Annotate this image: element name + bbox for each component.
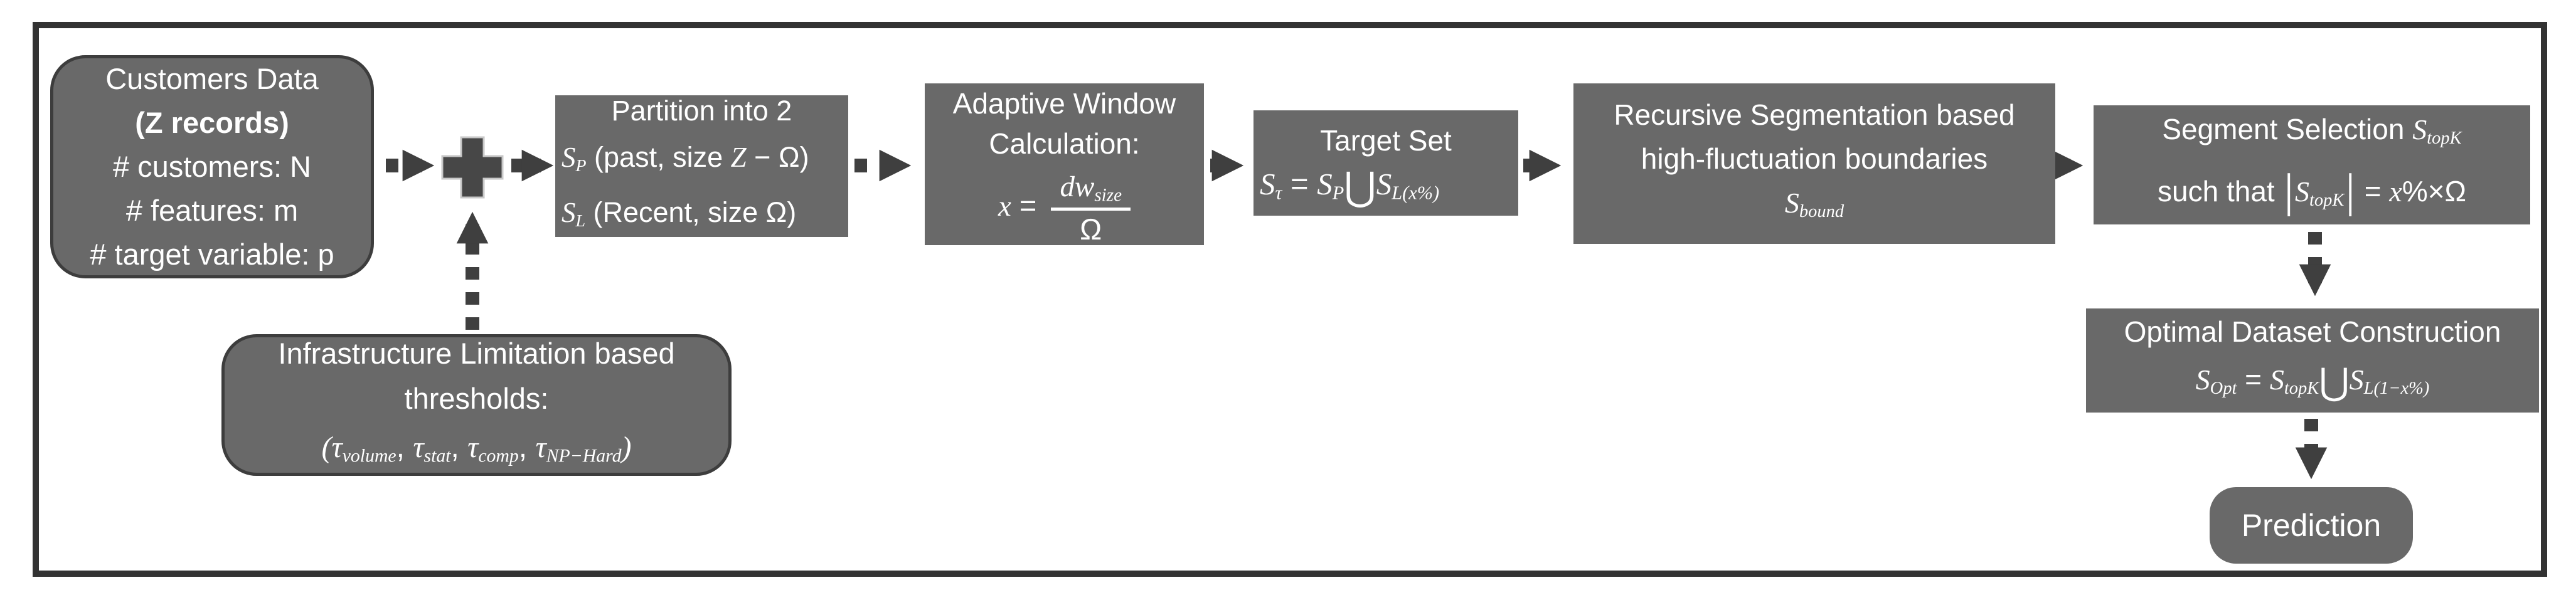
target-set-formula: Sτ = SP⋃SL(x%) — [1260, 164, 1440, 210]
features-count-text: # features: m — [125, 194, 299, 227]
optimal-dataset-title: Optimal Dataset Construction — [2124, 315, 2501, 349]
merge-plus-icon — [441, 136, 504, 199]
prediction-label: Prediction — [2241, 508, 2382, 543]
partition-title: Partition into 2 — [611, 95, 792, 127]
partition-past-formula: SP (past, size Z − Ω) — [562, 141, 809, 176]
recursive-line2: high-fluctuation boundaries — [1641, 142, 1988, 176]
recursive-segmentation-box: Recursive Segmentation based high-fluctu… — [1573, 83, 2055, 244]
target-set-title: Target Set — [1320, 124, 1452, 157]
segment-selection-condition: such that |StopK| = x%×Ω — [2158, 166, 2466, 217]
optimal-dataset-formula: SOpt = StopK⋃SL(1−x%) — [2195, 360, 2430, 404]
target-set-box: Target Set Sτ = SP⋃SL(x%) — [1253, 110, 1518, 216]
customers-data-box: Customers Data (Z records) # customers: … — [50, 55, 374, 278]
outer-frame — [33, 22, 2547, 577]
recursive-formula: Sbound — [1784, 187, 1844, 222]
customers-count-text: # customers: N — [112, 150, 312, 183]
thresholds-line1: Infrastructure Limitation based — [278, 337, 675, 371]
infrastructure-thresholds-box: Infrastructure Limitation based threshol… — [221, 334, 732, 476]
thresholds-formula: (τvolume, τstat, τcomp, τNP−Hard) — [321, 431, 632, 466]
partition-recent-formula: SL (Recent, size Ω) — [562, 196, 797, 231]
segment-selection-title: Segment Selection StopK — [2162, 112, 2462, 148]
adaptive-title-line2: Calculation: — [989, 127, 1140, 160]
customers-data-records: (Z records) — [135, 106, 289, 139]
recursive-line1: Recursive Segmentation based — [1614, 98, 2015, 132]
optimal-dataset-box: Optimal Dataset Construction SOpt = Stop… — [2086, 308, 2539, 413]
adaptive-title-line1: Adaptive Window — [952, 87, 1176, 120]
customers-data-title: Customers Data — [105, 62, 319, 95]
prediction-box: Prediction — [2210, 487, 2413, 564]
thresholds-line2: thresholds: — [404, 382, 549, 416]
target-variable-text: # target variable: p — [90, 238, 334, 271]
partition-box: Partition into 2 SP (past, size Z − Ω) S… — [555, 95, 848, 237]
segment-selection-box: Segment Selection StopK such that |StopK… — [2094, 105, 2530, 224]
